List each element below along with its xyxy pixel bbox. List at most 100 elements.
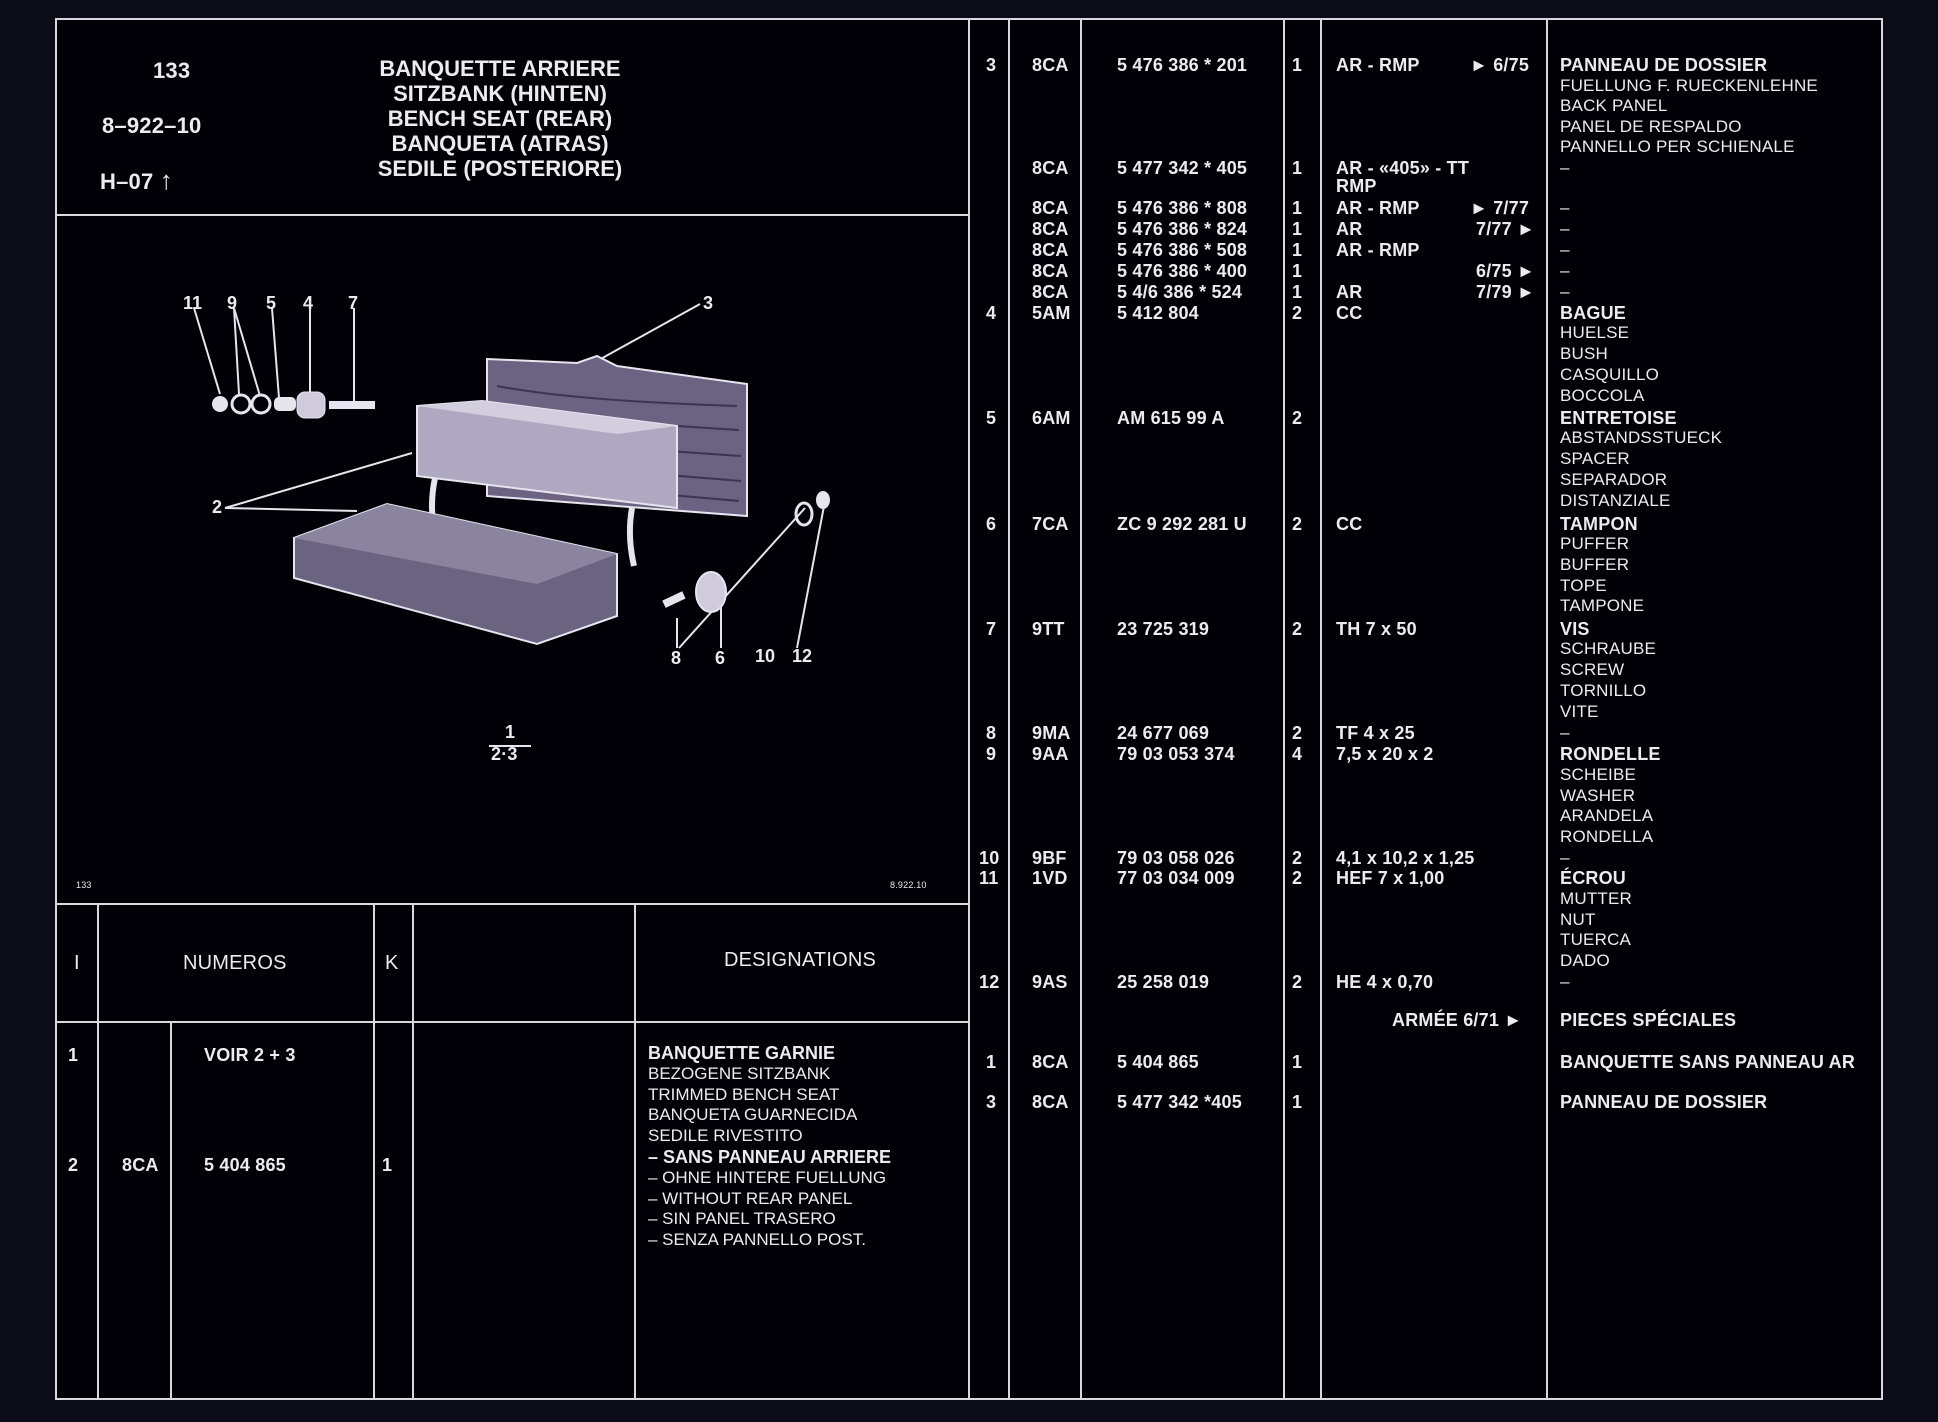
right-row-number: 23 725 319 [1117, 619, 1210, 639]
right-row-number: 5 4/6 386 * 524 [1117, 282, 1243, 302]
right-row-code: 8CA [1032, 1092, 1069, 1112]
right-row-code: 8CA [1032, 55, 1069, 75]
designation-line: – SENZA PANNELLO POST. [648, 1230, 866, 1250]
right-designation-line: ARANDELA [1560, 806, 1654, 825]
page-title: BANQUETTE ARRIERE SITZBANK (HINTEN) BENC… [330, 56, 670, 181]
right-row-qty: 2 [1292, 303, 1303, 323]
fraction-top: 1 [505, 722, 516, 742]
right-row-qty: 1 [1292, 1092, 1303, 1112]
callout-11: 11 [183, 293, 203, 313]
right-designation-line: PIECES SPÉCIALES [1560, 1010, 1737, 1030]
right-row-item: 12 [979, 972, 1000, 992]
right-row-item: 3 [986, 1092, 997, 1112]
right-designation-line: BANQUETTE SANS PANNEAU AR [1560, 1052, 1856, 1072]
right-row-number: 5 477 342 *405 [1117, 1092, 1242, 1112]
right-designation-line: PANEL DE RESPALDO [1560, 117, 1742, 136]
title-line: BANQUETTE ARRIERE [379, 56, 621, 81]
right-row-qty: 1 [1292, 282, 1303, 302]
right-row-item: 3 [986, 55, 997, 75]
right-designation-line: HUELSE [1560, 323, 1630, 342]
designation-line: – SIN PANEL TRASERO [648, 1209, 836, 1229]
callout-8: 8 [671, 648, 682, 668]
callout-2: 2 [212, 497, 223, 517]
right-row-item: 6 [986, 514, 997, 534]
divider-diagram-bottom [57, 903, 969, 905]
right-designation-line: SCREW [1560, 660, 1625, 679]
designation-line: – SANS PANNEAU ARRIERE [648, 1146, 892, 1167]
right-row-qty: 2 [1292, 408, 1303, 428]
exploded-diagram [193, 303, 830, 747]
right-row-remark: AR [1336, 219, 1363, 239]
designation-line: SEDILE RIVESTITO [648, 1126, 803, 1146]
right-row-qty: 2 [1292, 514, 1303, 534]
right-row-remark: RMP [1336, 176, 1377, 196]
right-row-remark: AR - RMP [1336, 55, 1420, 75]
divider-left-item [97, 903, 99, 1398]
divider-right-qty [1320, 20, 1322, 1398]
right-designation-line: RONDELLA [1560, 827, 1654, 846]
right-row-remark: AR - RMP [1336, 240, 1420, 260]
callout-7: 7 [348, 293, 359, 313]
right-row-code: 9MA [1032, 723, 1071, 743]
right-row-code: 1VD [1032, 868, 1068, 888]
right-row-number: 25 258 019 [1117, 972, 1210, 992]
right-row-number: 5 404 865 [1117, 1052, 1199, 1072]
right-row-number: 5 476 386 * 824 [1117, 219, 1248, 239]
designation-line: – OHNE HINTERE FUELLUNG [648, 1167, 887, 1187]
right-designation-line: SEPARADOR [1560, 470, 1668, 489]
right-designation-line: DISTANZIALE [1560, 491, 1671, 510]
right-designation-line: SCHEIBE [1560, 765, 1637, 784]
right-row-remark: ARMÉE 6/71 ► [1392, 1010, 1523, 1030]
right-row-qty: 1 [1292, 219, 1303, 239]
right-row-number: 5 477 342 * 405 [1117, 158, 1248, 178]
divider-left-k2 [412, 903, 414, 1398]
right-designation-line: – [1560, 198, 1570, 217]
title-line: SITZBANK (HINTEN) [393, 81, 607, 106]
right-row-item: 1 [986, 1052, 997, 1072]
right-row-code: 8CA [1032, 1052, 1069, 1072]
right-row-item: 5 [986, 408, 997, 428]
right-row-number: ZC 9 292 281 U [1117, 514, 1247, 534]
right-row-qty: 1 [1292, 55, 1303, 75]
ref-group-label: H–07 [100, 169, 154, 194]
right-row-number: 5 476 386 * 201 [1117, 55, 1248, 75]
right-row-number: 5 476 386 * 400 [1117, 261, 1248, 281]
right-row-remark: TF 4 x 25 [1336, 723, 1415, 743]
right-row-number: 24 677 069 [1117, 723, 1210, 743]
right-row-code: 9AA [1032, 744, 1069, 764]
right-designation-line: BAGUE [1560, 303, 1627, 323]
right-row-code: 8CA [1032, 261, 1069, 281]
callout-4: 4 [303, 293, 314, 313]
right-designation-line: FUELLUNG F. RUECKENLEHNE [1560, 76, 1818, 95]
designation-line: TRIMMED BENCH SEAT [648, 1084, 840, 1104]
right-row-qty: 2 [1292, 868, 1303, 888]
designation-line: BANQUETA GUARNECIDA [648, 1105, 858, 1125]
right-designation-line: DADO [1560, 951, 1610, 970]
left-row-item: 2 [68, 1155, 79, 1175]
right-row-qty: 1 [1292, 240, 1303, 260]
right-designation-line: SPACER [1560, 449, 1630, 468]
right-designation-line: TORNILLO [1560, 681, 1647, 700]
right-designation-line: PANNEAU DE DOSSIER [1560, 55, 1768, 75]
right-row-remark: CC [1336, 514, 1363, 534]
divider-left-right [968, 20, 970, 1398]
left-row-number: 5 404 865 [204, 1155, 286, 1175]
left-row-number: VOIR 2 + 3 [204, 1045, 296, 1065]
title-line: SEDILE (POSTERIORE) [377, 156, 623, 181]
right-row-qty: 1 [1292, 158, 1303, 178]
right-row-remark: HE 4 x 0,70 [1336, 972, 1434, 992]
designation-line: BEZOGENE SITZBANK [648, 1063, 831, 1083]
right-row-item: 11 [979, 868, 999, 888]
right-row-qty: 2 [1292, 723, 1303, 743]
callout-6: 6 [715, 648, 726, 668]
right-designation-line: BOCCOLA [1560, 386, 1645, 405]
page-number: 133 [153, 58, 191, 83]
callout-5: 5 [266, 293, 277, 313]
right-row-remark: 7,5 x 20 x 2 [1336, 744, 1434, 764]
right-row-qty: 1 [1292, 1052, 1303, 1072]
right-designation-line: RONDELLE [1560, 744, 1661, 764]
right-designation-line: WASHER [1560, 786, 1636, 805]
right-row-date: 6/75 ► [1476, 261, 1536, 281]
header-col-k: K [385, 952, 399, 974]
ref-code: 8–922–10 [102, 113, 202, 138]
